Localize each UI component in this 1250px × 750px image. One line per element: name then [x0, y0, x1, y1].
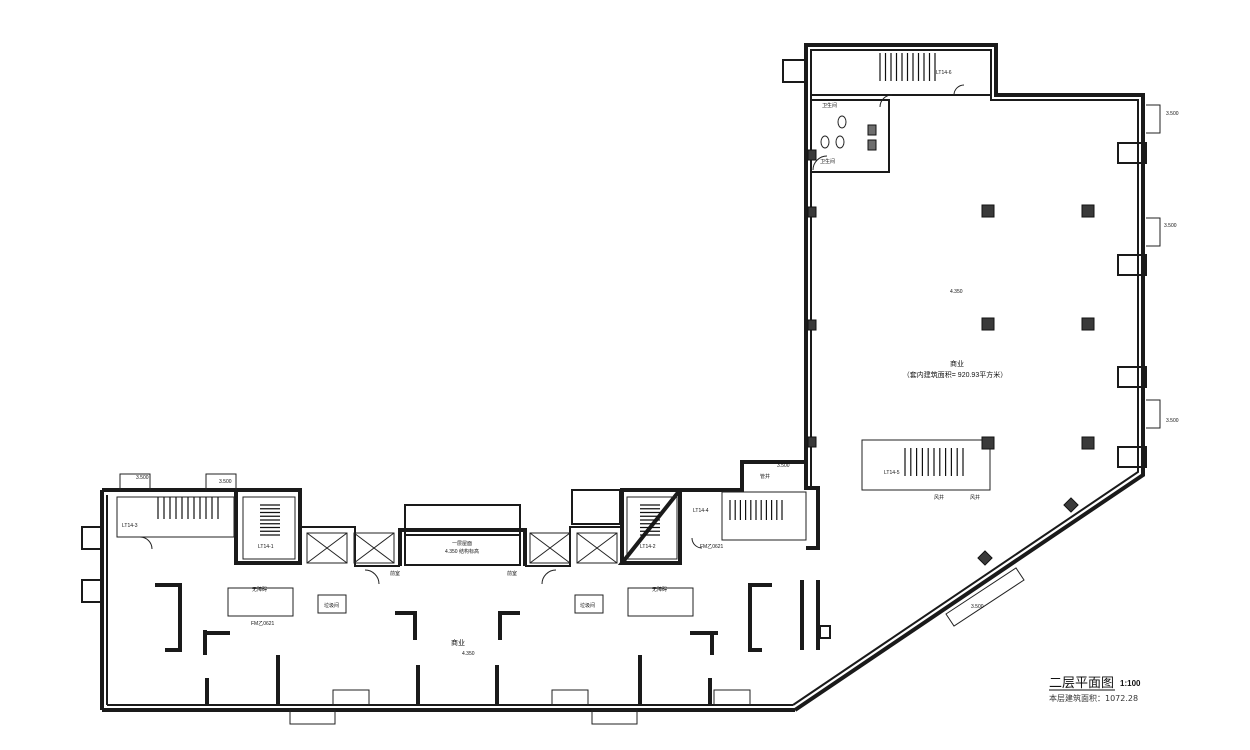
roof-area-inner [404, 534, 521, 566]
stair-lt14-3-treads [157, 497, 219, 519]
edge-node [81, 526, 103, 550]
lower-top-wall-right [617, 460, 820, 565]
garbage-right-box [574, 594, 604, 614]
edge-node [1117, 254, 1147, 276]
edge-level-4: 3.500 [136, 475, 149, 481]
elevator-4 [576, 532, 618, 564]
stair-lt14-4-treads [729, 500, 783, 520]
main-hall-area: （套内建筑面积= 920.93平方米） [903, 370, 1007, 379]
column [1081, 436, 1095, 450]
stair-lt14-2-box [626, 496, 678, 560]
door-tag-left: FM乙0621 [251, 620, 275, 627]
title-block: 二层平面图 1:100 本层建筑面积：1072.28 [1049, 676, 1141, 703]
garbage-left-label: 垃圾间 [324, 602, 339, 609]
toilet-right-label: 无障碍 [652, 586, 667, 593]
drawing-title: 二层平面图 [1049, 676, 1114, 691]
column [981, 436, 995, 450]
column [807, 206, 817, 218]
lobby-right-label: 前室 [507, 570, 517, 577]
column [981, 317, 995, 331]
room-label-top-2: 卫生间 [820, 158, 835, 165]
mid-roof-label: 一层屋面 [452, 541, 472, 547]
elevator-3 [529, 532, 571, 564]
drawing-scale: 1:100 [1120, 679, 1141, 688]
edge-level-6: 3.500 [777, 463, 790, 469]
edge-level-5: 3.500 [219, 479, 232, 485]
slope-balcony [945, 567, 1025, 627]
stair-lt14-5-box [861, 439, 991, 491]
edge-node [1117, 366, 1147, 388]
door-tag-right: FM乙0621 [700, 543, 724, 550]
column [807, 319, 817, 331]
elevator-2 [353, 532, 395, 564]
stair-label-lt14-5: LT14-5 [884, 470, 900, 476]
stair-lt14-6-treads [879, 53, 936, 81]
labels: LT14-6 LT14-5 LT14-4 LT14-3 LT14-1 LT14-… [122, 70, 1179, 657]
stair-label-lt14-6: LT14-6 [936, 70, 952, 76]
column [1081, 204, 1095, 218]
column [807, 149, 817, 161]
edge-node [81, 579, 103, 603]
shaft-right-top [571, 489, 621, 525]
stair-label-lt14-2: LT14-2 [640, 544, 656, 550]
lower-top-wall-left [102, 488, 302, 565]
edge-level-2: 3.500 [1164, 223, 1177, 229]
column [977, 550, 993, 566]
left-edge-nodes [81, 473, 237, 603]
top-left-bump [782, 59, 807, 83]
right-wing-outline [793, 43, 1145, 712]
edge-level-3: 3.500 [1166, 418, 1179, 424]
garbage-left-box [317, 594, 347, 614]
lower-top-wall-mid [398, 528, 527, 566]
stairs [116, 53, 991, 560]
stair-label-lt14-3: LT14-3 [122, 523, 138, 529]
mid-roof-level: 4.350 结构标高 [445, 548, 479, 555]
stair-lt14-1-treads [260, 504, 280, 536]
stair-label-lt14-4: LT14-4 [693, 508, 709, 514]
lower-hall-name: 商业 [451, 638, 465, 647]
edge-level-7: 3.500 [971, 604, 984, 610]
wc-block [810, 99, 890, 173]
stair-lt14-1-box [242, 496, 296, 560]
edge-node [1117, 142, 1147, 164]
lobby-left-label: 前室 [390, 570, 400, 577]
top-stair-box [810, 49, 992, 96]
toilet-right [627, 587, 694, 617]
toilet-left [227, 587, 294, 617]
lower-top-wall-left-2 [300, 526, 400, 567]
edge-node [1117, 446, 1147, 468]
stair-lt14-4-box [721, 491, 807, 541]
drawing-area-note: 本层建筑面积：1072.28 [1049, 693, 1138, 703]
garbage-right-label: 垃圾间 [580, 602, 595, 609]
shaft-label-2: 风井 [970, 494, 980, 501]
column [981, 204, 995, 218]
right-edge-nodes [1117, 104, 1161, 468]
lower-partitions [139, 84, 965, 725]
column [807, 436, 817, 448]
lower-level-mark: 4.350 [462, 651, 475, 657]
main-hall-name: 商业 [950, 359, 964, 368]
stair-lt14-5-treads [904, 448, 964, 476]
equip-label: 管井 [760, 473, 770, 480]
column [1081, 317, 1095, 331]
toilet-left-label: 无障碍 [252, 586, 267, 593]
stair-lt14-2-treads [640, 504, 660, 536]
columns [807, 149, 1095, 566]
wc-fixtures [820, 115, 877, 151]
shaft-label-1: 风井 [934, 494, 944, 501]
main-level-mark: 4.350 [950, 289, 963, 295]
elevator-1 [306, 532, 348, 564]
stair-label-lt14-1: LT14-1 [258, 544, 274, 550]
room-label-top-1: 卫生间 [822, 102, 837, 109]
elevators [306, 532, 618, 564]
edge-level-1: 3.500 [1166, 111, 1179, 117]
column [1063, 497, 1079, 513]
